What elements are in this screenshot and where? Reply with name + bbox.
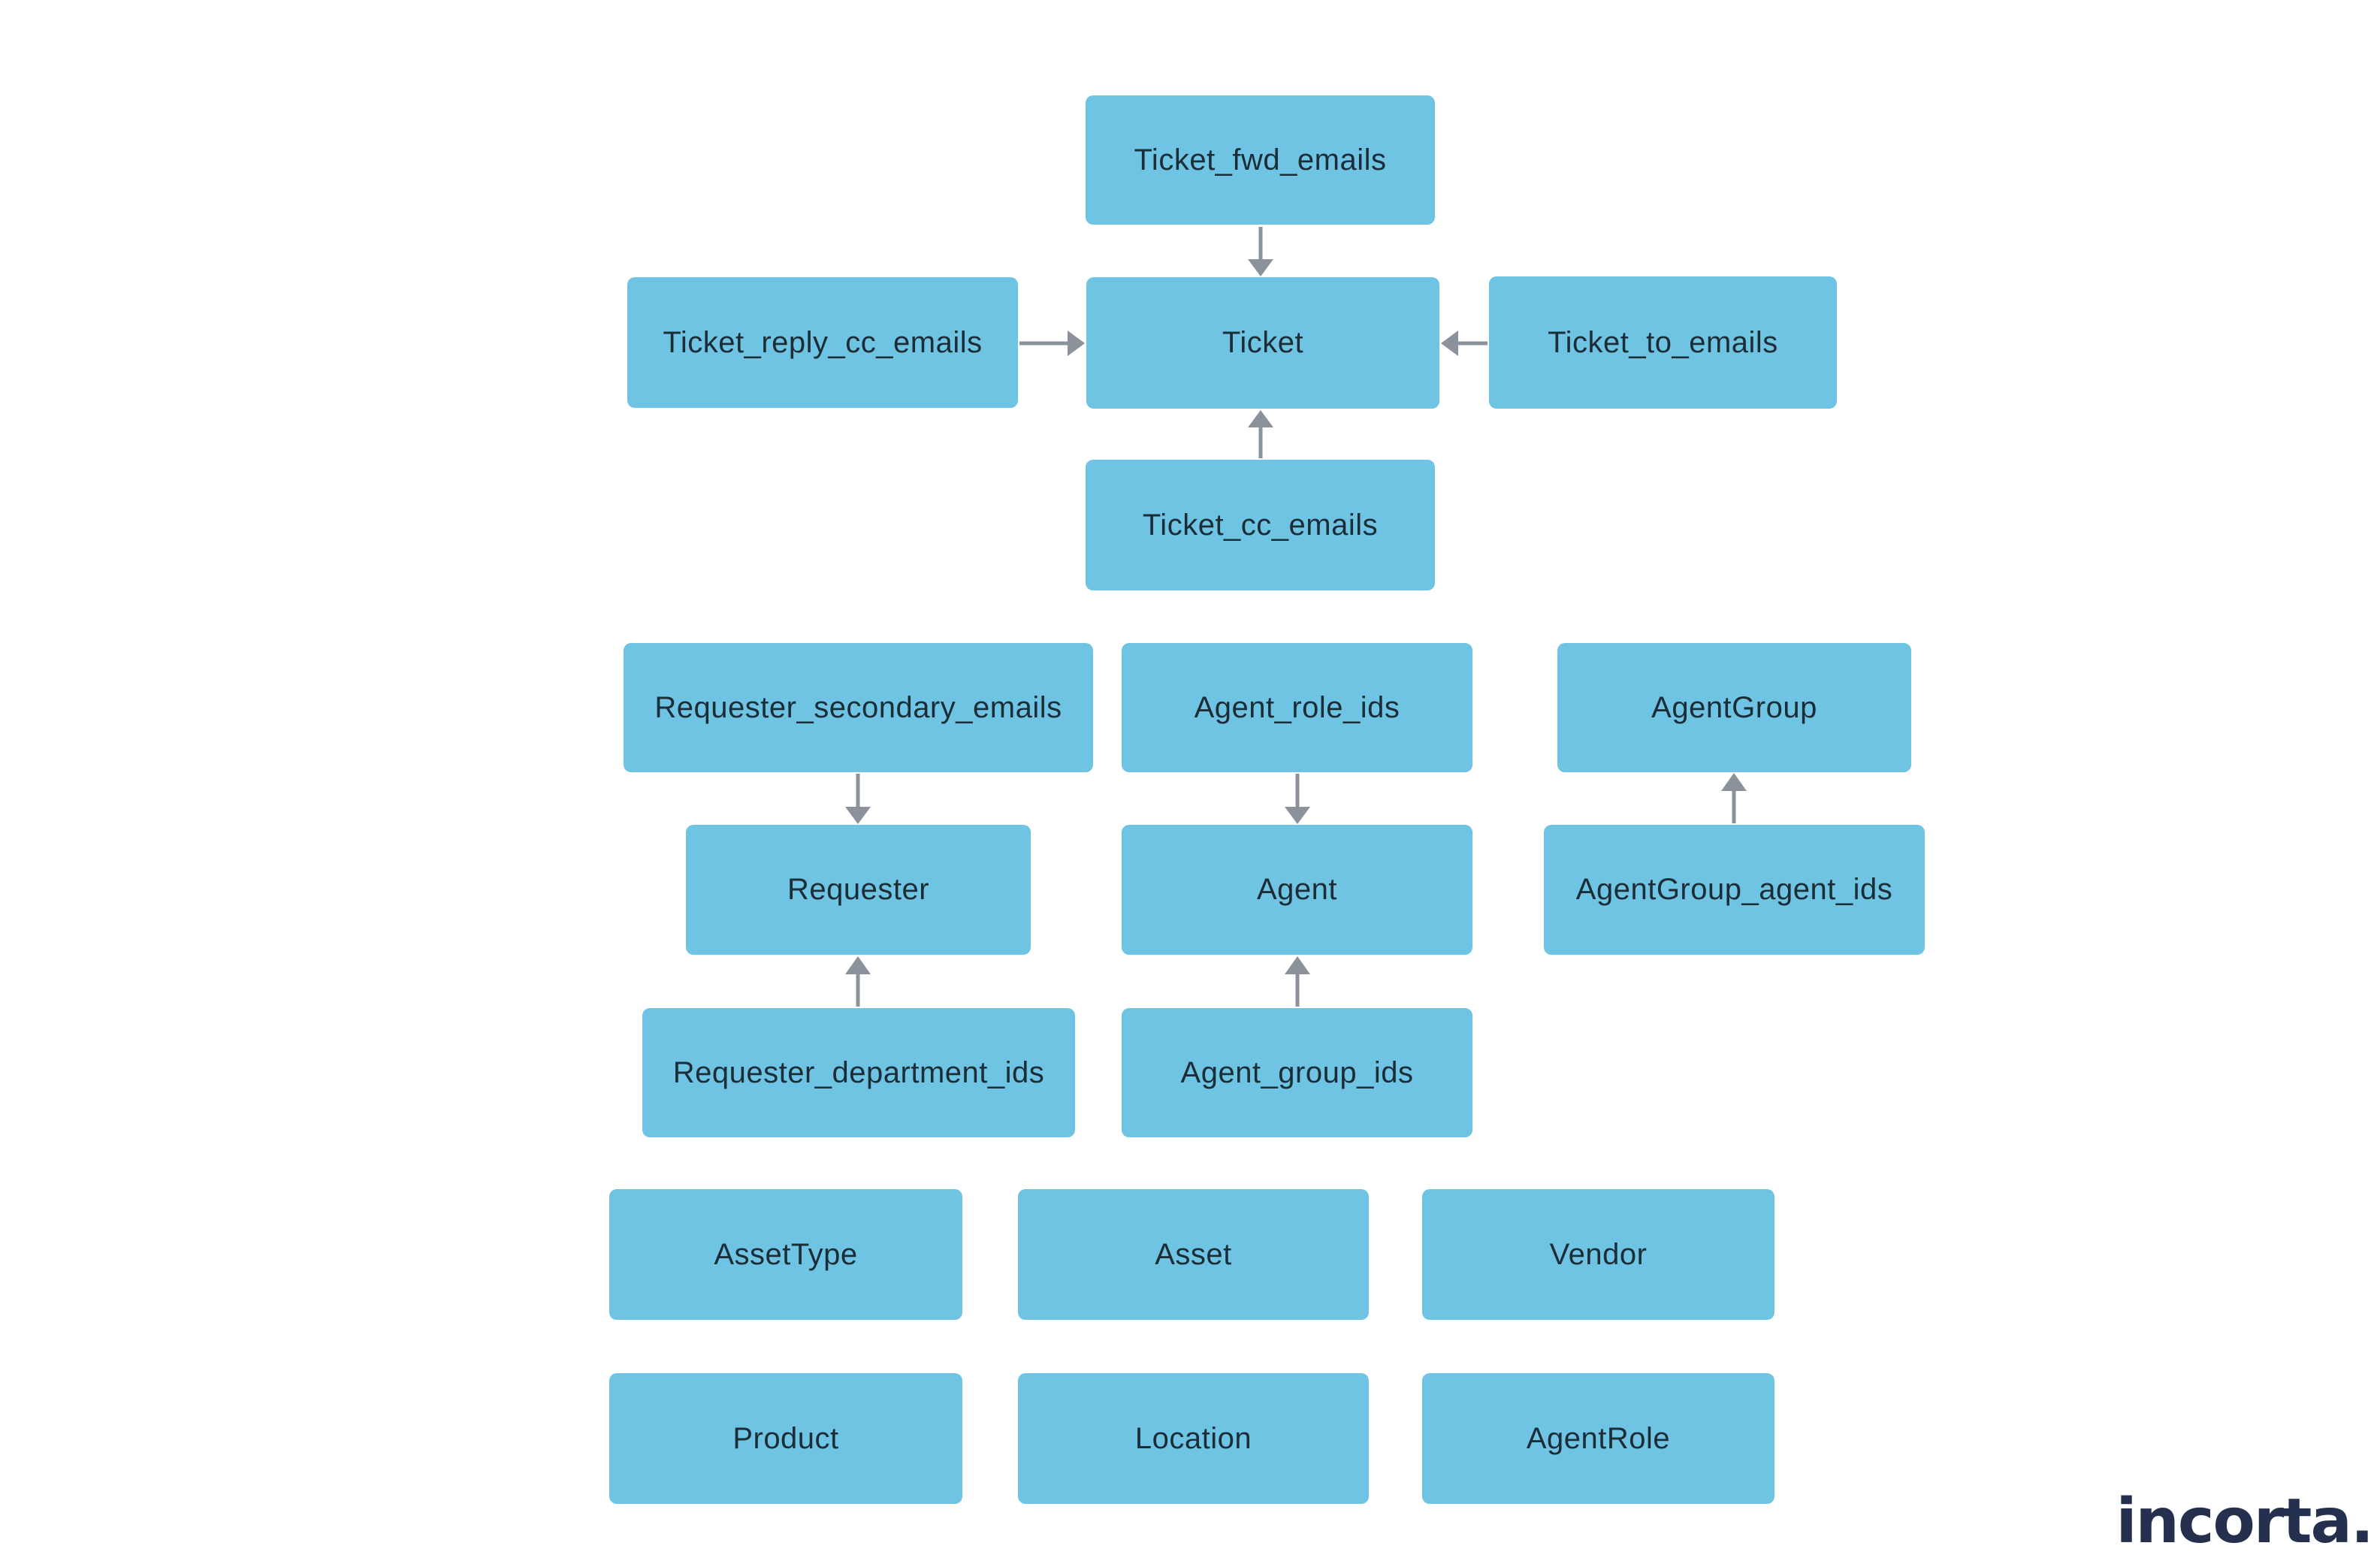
node-requester-secondary-emails: Requester_secondary_emails [624,643,1093,772]
node-label: Requester_department_ids [672,1055,1045,1089]
node-ticket-cc-emails: Ticket_cc_emails [1086,460,1435,590]
node-label: Asset [1155,1237,1232,1271]
node-agent-role-ids: Agent_role_ids [1122,643,1472,772]
node-label: Requester [787,873,930,906]
node-label: Location [1134,1421,1252,1455]
node-label: AgentGroup_agent_ids [1575,873,1893,906]
arrow-ticket-reply-cc-emails-to-ticket [1019,331,1085,356]
node-label: Ticket_fwd_emails [1134,143,1387,177]
node-label: Ticket [1222,326,1304,359]
node-label: AssetType [714,1237,858,1271]
node-product: Product [609,1373,962,1504]
node-agentrole: AgentRole [1422,1373,1774,1504]
arrow-agentgroup-agent-ids-to-agentgroup [1721,773,1747,823]
incorta-logo: incorta. [2116,1485,2374,1557]
node-label: AgentRole [1526,1421,1671,1455]
arrow-ticket-to-emails-to-ticket [1441,331,1488,356]
arrow-agent-group-ids-to-agent [1285,956,1310,1007]
node-assettype: AssetType [609,1189,962,1320]
node-asset: Asset [1018,1189,1369,1320]
node-label: Product [732,1421,839,1455]
node-ticket-reply-cc-emails: Ticket_reply_cc_emails [627,277,1018,408]
node-label: Agent [1256,873,1338,906]
arrow-agent-role-ids-to-agent [1285,774,1310,824]
arrow-ticket-cc-emails-to-ticket [1248,410,1273,458]
arrow-requester-department-ids-to-requester [845,956,871,1007]
node-ticket-fwd-emails: Ticket_fwd_emails [1086,95,1435,225]
node-ticket-to-emails: Ticket_to_emails [1489,276,1837,409]
node-agent-group-ids: Agent_group_ids [1122,1008,1472,1137]
arrow-ticket-fwd-emails-to-ticket [1248,227,1273,276]
node-vendor: Vendor [1422,1189,1774,1320]
node-label: Agent_group_ids [1180,1055,1414,1089]
node-location: Location [1018,1373,1369,1504]
node-label: Ticket_reply_cc_emails [663,325,983,359]
node-label: AgentGroup [1651,690,1817,724]
node-requester: Requester [686,825,1031,955]
node-label: Agent_role_ids [1194,690,1400,724]
node-label: Vendor [1549,1237,1648,1271]
arrow-requester-secondary-emails-to-requester [845,774,871,824]
node-label: Ticket_to_emails [1548,325,1778,359]
node-label: Requester_secondary_emails [654,690,1062,724]
node-ticket: Ticket [1086,277,1439,409]
node-agentgroup-agent-ids: AgentGroup_agent_ids [1544,825,1925,955]
node-label: Ticket_cc_emails [1142,508,1379,542]
node-requester-department-ids: Requester_department_ids [642,1008,1075,1137]
node-agentgroup: AgentGroup [1557,643,1911,772]
node-agent: Agent [1122,825,1472,955]
